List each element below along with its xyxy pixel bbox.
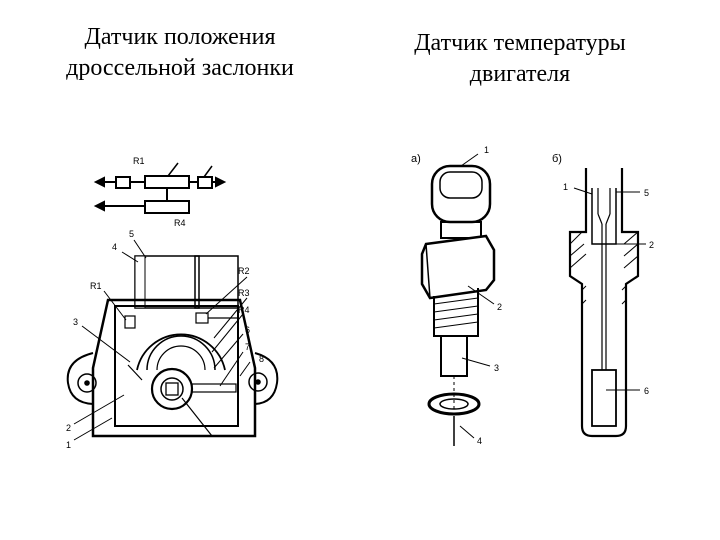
label-r4-top: R4 — [174, 218, 186, 228]
label-6: 6 — [245, 325, 250, 335]
label-5: 5 — [129, 229, 134, 239]
panel-a-label-4: 4 — [477, 436, 482, 446]
panel-a-label-1: 1 — [484, 145, 489, 155]
label-r2: R2 — [238, 266, 250, 276]
panel-b-label-2: 2 — [649, 240, 654, 250]
label-r4: R4 — [238, 305, 250, 315]
panel-a-label-2: 2 — [497, 302, 502, 312]
panel-b-label-6: 6 — [644, 386, 649, 396]
label-2: 2 — [66, 423, 71, 433]
panel-b-label-1: 1 — [563, 182, 568, 192]
throttle-title-line-1: Датчик положения — [84, 24, 276, 50]
panel-b-label-5: 5 — [644, 188, 649, 198]
throttle-sensor-title: Датчик положения дроссельной заслонки — [20, 22, 340, 84]
panel-a-labels: а) 1 2 3 4 — [411, 145, 502, 446]
temp-sensor-panel-b — [568, 168, 646, 438]
panel-b-labels: б) 1 5 2 6 — [552, 153, 654, 396]
temp-sensor-panel-a — [420, 153, 496, 446]
panel-a-label-3: 3 — [494, 363, 499, 373]
temp-title-line-2: двигателя — [469, 61, 571, 87]
label-r3: R3 — [238, 288, 250, 298]
throttle-leader-lines — [73, 239, 251, 441]
throttle-title-line-2: дроссельной заслонки — [66, 55, 294, 81]
resistor-schematic — [93, 162, 227, 214]
label-3: 3 — [73, 317, 78, 327]
temp-title-line-1: Датчик температуры — [414, 30, 626, 56]
throttle-sensor-body — [66, 255, 279, 438]
throttle-labels: R1 R4 5 4 R2 R1 R3 R4 3 6 7 8 2 1 — [66, 156, 264, 450]
label-r1-top: R1 — [133, 156, 145, 166]
temperature-sensor-title: Датчик температуры двигателя — [360, 28, 680, 90]
panel-a-tag: а) — [411, 153, 421, 165]
label-r1: R1 — [90, 281, 102, 291]
label-8: 8 — [259, 354, 264, 364]
panel-b-tag: б) — [552, 153, 562, 165]
label-4: 4 — [112, 242, 117, 252]
label-1: 1 — [66, 440, 71, 450]
label-7: 7 — [245, 342, 250, 352]
